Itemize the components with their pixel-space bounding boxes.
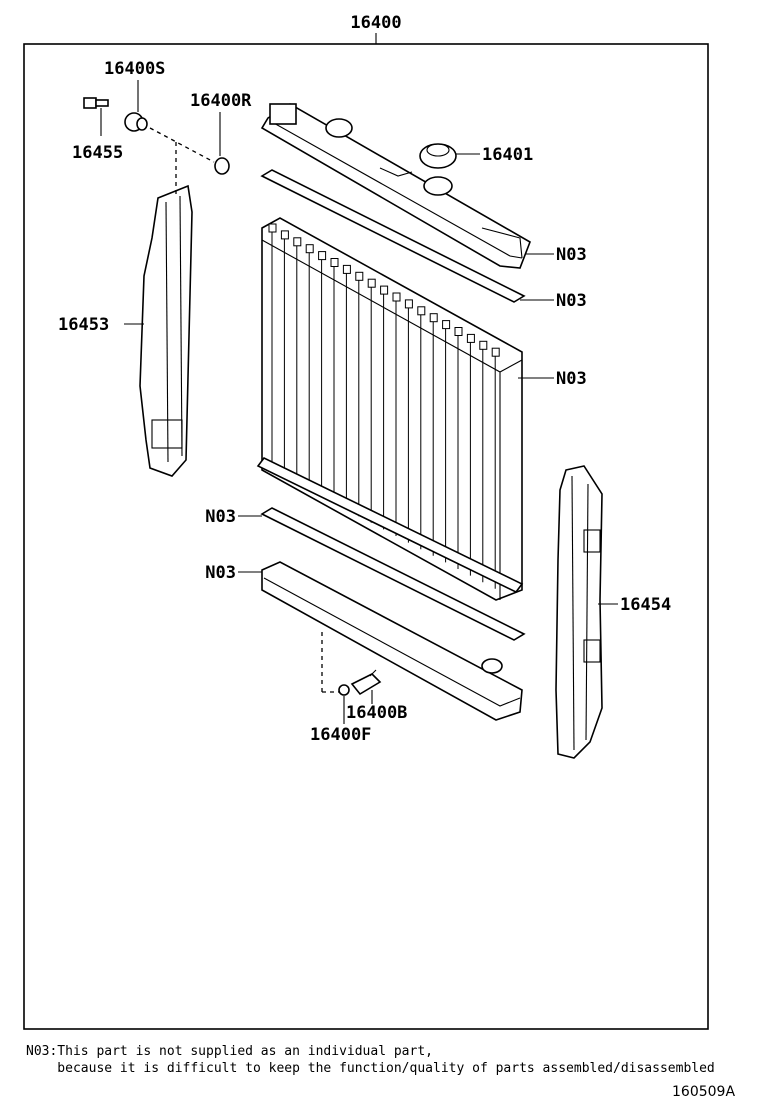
assembly-frame <box>23 43 709 1030</box>
core-fin-tab <box>318 251 327 261</box>
label-16400f[interactable]: 16400F <box>310 725 371 745</box>
core-fin-tab <box>466 333 475 343</box>
drain-cock-part[interactable] <box>350 669 382 696</box>
label-n03-gasket-top[interactable]: N03 <box>556 291 587 311</box>
core-fin-tab <box>355 271 364 281</box>
label-16401[interactable]: 16401 <box>482 145 533 165</box>
core-fin-tab <box>479 340 488 350</box>
left-support-part[interactable] <box>139 184 193 477</box>
label-16455[interactable]: 16455 <box>72 143 123 163</box>
bolt-part[interactable] <box>83 97 109 109</box>
label-n03-gasket-bottom[interactable]: N03 <box>205 507 236 527</box>
core-fin-tab <box>367 278 376 288</box>
radiator-core-part[interactable] <box>256 217 524 601</box>
label-n03-tank-top[interactable]: N03 <box>556 245 587 265</box>
lower-gasket-part[interactable] <box>260 507 526 641</box>
core-fin-tab <box>417 306 426 316</box>
label-n03-tank-bottom[interactable]: N03 <box>205 563 236 583</box>
lower-tank-part[interactable] <box>261 561 523 721</box>
core-fin-tab <box>491 347 500 357</box>
radiator-cap-part[interactable] <box>419 143 457 169</box>
label-16453[interactable]: 16453 <box>58 315 109 335</box>
footnote-line-1: N03:This part is not supplied as an indi… <box>26 1044 433 1059</box>
figure-code: 160509A <box>672 1084 736 1100</box>
upper-gasket-part[interactable] <box>260 169 526 303</box>
core-fin-tab <box>305 244 314 254</box>
core-fin-tab <box>342 264 351 274</box>
cushion-part[interactable] <box>124 112 148 132</box>
assembly-label[interactable]: 16400 <box>350 13 401 33</box>
core-fin-tab <box>268 223 277 233</box>
label-16400s[interactable]: 16400S <box>104 59 165 79</box>
label-16454[interactable]: 16454 <box>620 595 671 615</box>
upper-tank-part[interactable] <box>260 103 531 269</box>
core-fin-tab <box>429 313 438 323</box>
core-fin-tab <box>392 292 401 302</box>
core-fin-tab <box>454 327 463 336</box>
drain-oring-part[interactable] <box>338 684 350 696</box>
core-fin-tab <box>442 320 451 330</box>
mount-dash-line <box>149 127 215 163</box>
right-support-part[interactable] <box>555 465 603 759</box>
label-16400b[interactable]: 16400B <box>346 703 407 723</box>
core-fin-tab <box>380 285 389 295</box>
core-fin-tab <box>280 230 289 240</box>
core-fin-tab <box>330 258 339 267</box>
footnote-line-2: because it is difficult to keep the func… <box>26 1061 715 1076</box>
core-fin-tab <box>293 237 302 247</box>
label-n03-core[interactable]: N03 <box>556 369 587 389</box>
label-16400r[interactable]: 16400R <box>190 91 252 111</box>
grommet-part[interactable] <box>214 157 230 175</box>
core-fin-tab <box>404 299 413 309</box>
